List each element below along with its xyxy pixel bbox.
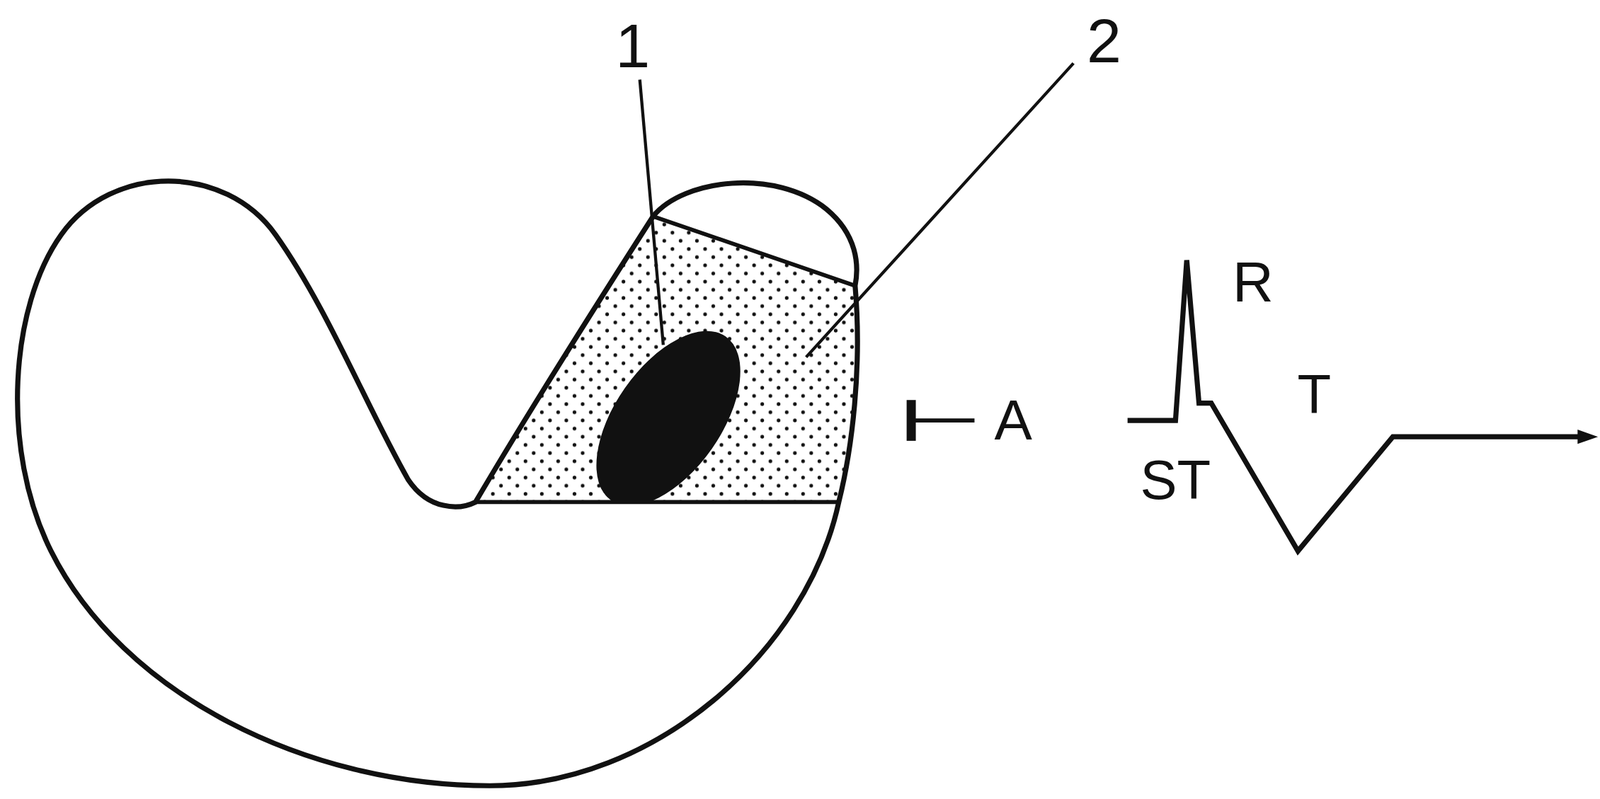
leader-line [806, 63, 1074, 357]
arrow-head [1577, 429, 1598, 444]
callout-number: 2 [1086, 9, 1122, 73]
zone-border [475, 500, 839, 505]
leader-line [640, 79, 664, 345]
electrode-symbol [911, 418, 975, 423]
ecg-trace [1127, 260, 1581, 552]
necrosis-focus [567, 305, 770, 531]
electrode-label: A [994, 392, 1033, 449]
callout-number: 1 [615, 14, 650, 78]
heart-outline [17, 181, 858, 786]
zone-border [652, 216, 855, 287]
wave-label: ST [1140, 452, 1212, 508]
wave-label: T [1297, 366, 1332, 422]
necrosis-group [567, 305, 770, 531]
wave-label: R [1232, 254, 1274, 311]
